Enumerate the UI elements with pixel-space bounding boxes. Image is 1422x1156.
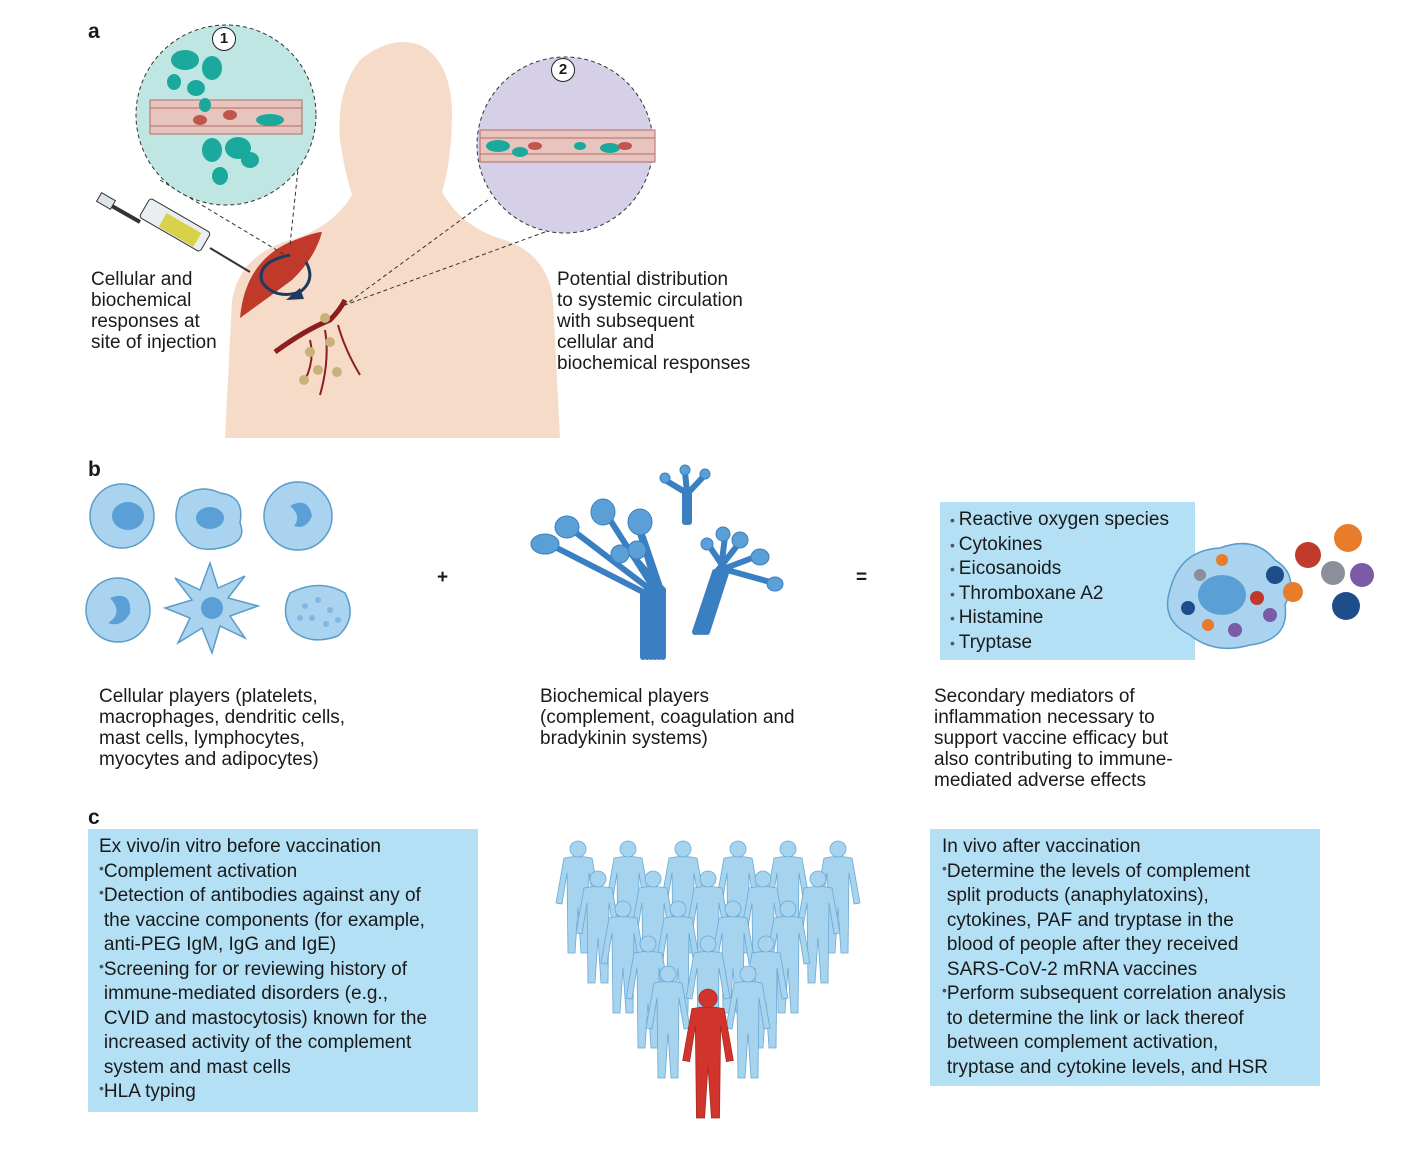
human-torso-illustration <box>95 24 656 439</box>
biochemical-players-caption: Biochemical players (complement, coagula… <box>540 686 795 749</box>
biochemical-players-illustration <box>530 464 784 660</box>
list-item-text: HLA typing <box>103 1081 196 1102</box>
list-item: HLA typing <box>99 1080 478 1105</box>
list-item: Perform subsequent correlation analysis … <box>942 982 1320 1080</box>
person-silhouette <box>740 870 786 984</box>
list-item: Determine the levels of complement split… <box>942 860 1320 983</box>
mediator-item: Histamine <box>950 606 1195 631</box>
in-vivo-title: In vivo after vaccination <box>942 836 1141 857</box>
in-vivo-box: In vivo after vaccination Determine the … <box>930 829 1320 1086</box>
person-silhouette <box>725 965 771 1079</box>
person-silhouette <box>600 900 646 1014</box>
callout-number-2: 2 <box>551 58 575 82</box>
list-item-text: Determine the levels of complement split… <box>946 860 1250 980</box>
mediator-item: Thromboxane A2 <box>950 582 1195 607</box>
person-silhouette <box>555 840 601 954</box>
list-item: Complement activation <box>99 860 478 885</box>
person-silhouette <box>625 935 671 1049</box>
population-crowd-illustration <box>555 840 861 1119</box>
list-item-text: Perform subsequent correlation analysis … <box>946 983 1286 1078</box>
cellular-players-caption: Cellular players (platelets, macrophages… <box>99 686 346 770</box>
panel-a-label: a <box>88 20 100 43</box>
plus-sign: + <box>437 567 449 588</box>
injection-site-caption: Cellular and biochemical responses at si… <box>91 269 217 353</box>
list-item-text: Screening for or reviewing history of im… <box>103 958 428 1078</box>
zoom-circle-1 <box>135 24 317 206</box>
ex-vivo-title: Ex vivo/in vitro before vaccination <box>99 836 381 857</box>
list-item-text: Complement activation <box>103 860 298 882</box>
panel-c-label: c <box>88 806 100 829</box>
mediators-list: Reactive oxygen species Cytokines Eicosa… <box>950 508 1195 655</box>
secondary-mediators-caption: Secondary mediators of inflammation nece… <box>934 686 1173 791</box>
mediators-box: Reactive oxygen species Cytokines Eicosa… <box>940 502 1195 660</box>
mediator-item: Reactive oxygen species <box>950 508 1195 533</box>
ex-vivo-box: Ex vivo/in vitro before vaccination Comp… <box>88 829 478 1112</box>
callout-number-1: 1 <box>212 27 236 51</box>
lymph-vessel <box>273 298 348 355</box>
highlighted-person <box>682 988 734 1119</box>
deltoid-muscle <box>240 232 322 318</box>
equals-sign: = <box>856 567 868 588</box>
person-silhouette <box>765 900 811 1014</box>
mast-cell-degranulation-illustration <box>1166 524 1374 650</box>
cellular-players-illustration <box>85 481 351 656</box>
mediator-item: Eicosanoids <box>950 557 1195 582</box>
list-item-text: Detection of antibodies against any of t… <box>103 885 425 955</box>
mediator-item: Tryptase <box>950 631 1195 656</box>
systemic-distribution-caption: Potential distribution to systemic circu… <box>557 269 751 374</box>
list-item: Detection of antibodies against any of t… <box>99 884 478 958</box>
list-item: Screening for or reviewing history of im… <box>99 958 478 1081</box>
panel-b-label: b <box>88 458 101 481</box>
mediator-item: Cytokines <box>950 533 1195 558</box>
syringe-icon <box>95 191 251 273</box>
zoom-circle-2 <box>476 56 656 234</box>
